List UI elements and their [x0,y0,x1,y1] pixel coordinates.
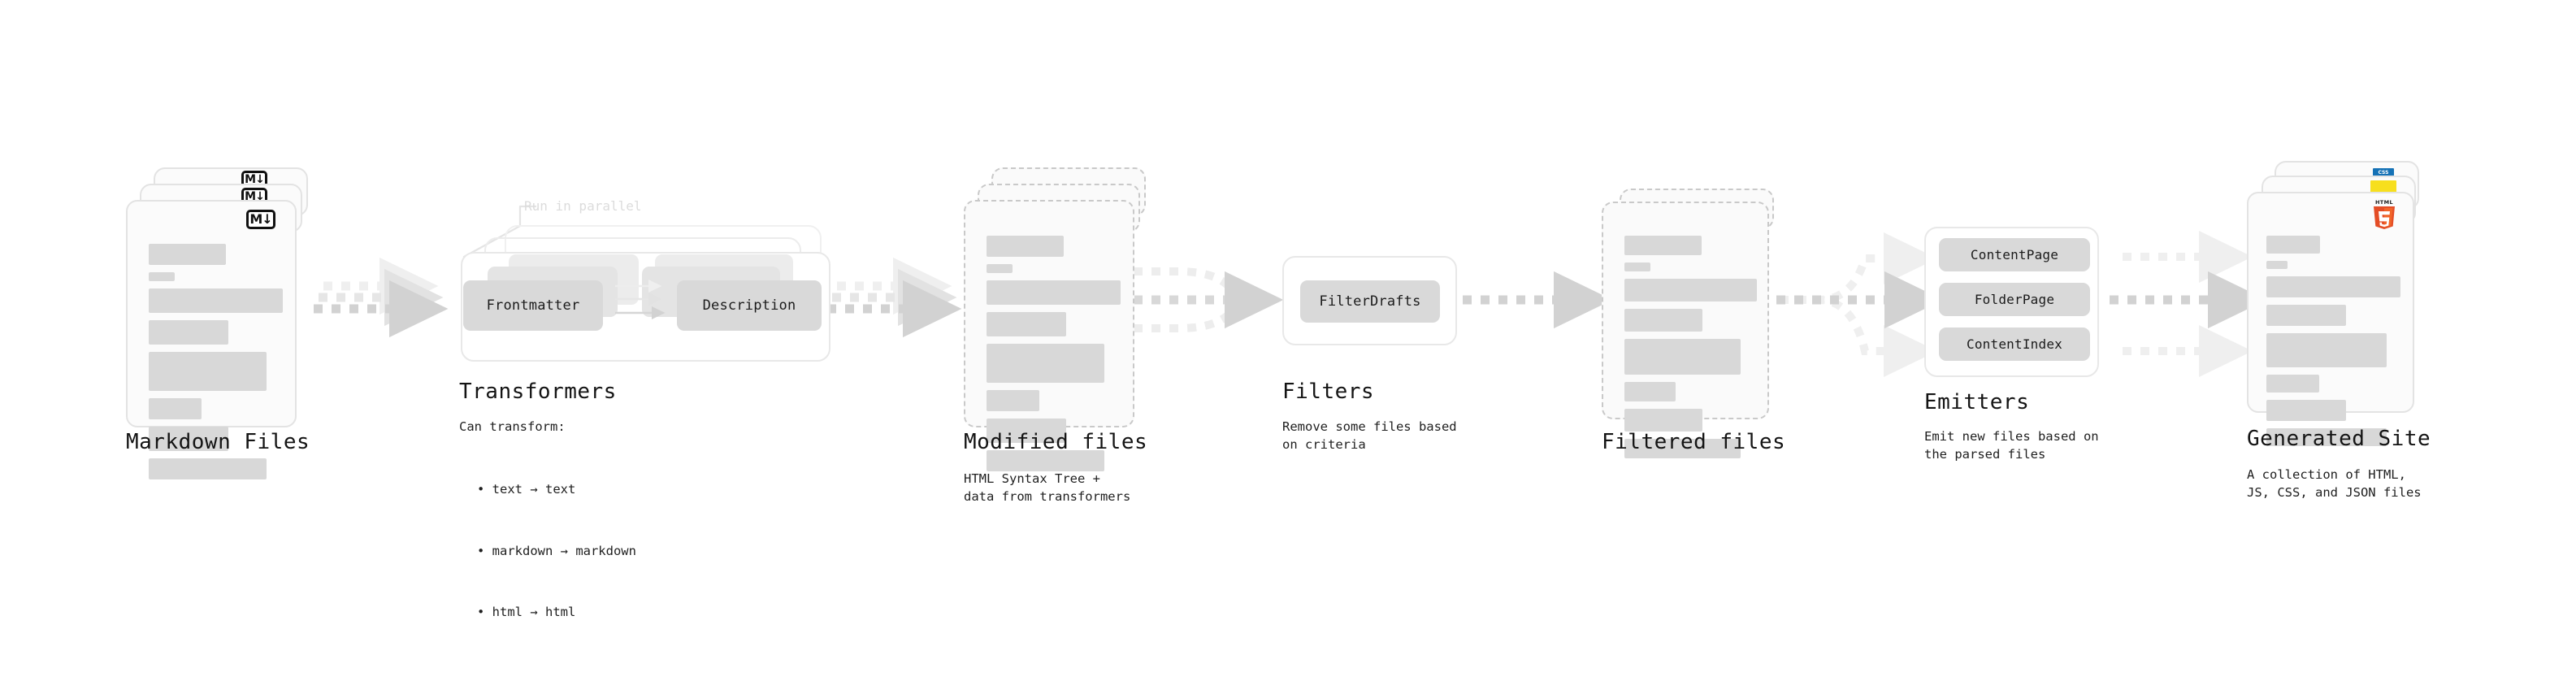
generated-file-content [2266,236,2400,453]
css-badge: CSS [2373,168,2394,177]
arrow-markdown-to-transformers [314,257,449,338]
generated-site-title: Generated Site [2247,427,2431,451]
doc-bar [987,344,1104,383]
doc-bar [987,450,1104,471]
filtered-files-stack [1602,189,1813,458]
doc-bar [2266,276,2400,297]
doc-bar [2266,261,2288,269]
doc-bar [2266,305,2346,326]
doc-bar [1624,439,1741,458]
doc-bar [1624,309,1702,332]
doc-bar [149,427,228,451]
doc-bar [149,398,202,419]
markdown-file-card-front [126,200,297,479]
doc-bar [987,280,1121,305]
doc-bar [987,236,1064,257]
doc-bar [987,390,1039,411]
filters-subtitle: Remove some files based on criteria [1282,419,1457,453]
emitters-subtitle: Emit new files based on the parsed files [1924,429,2099,462]
modified-files-title: Modified files [964,430,1148,454]
transformer-inner-arrows [615,279,666,319]
transformers-caption: Can transform: [459,419,566,434]
doc-bar [1624,279,1757,301]
markdown-badge: M↓ [246,210,275,229]
emitter-chip-contentindex[interactable]: ContentIndex [1939,327,2090,361]
markdown-file-content [149,244,283,487]
svg-text:HTML: HTML [2375,199,2393,206]
doc-bar [987,419,1066,443]
filtered-file-card-front [1602,202,1769,458]
doc-bar [149,288,283,313]
doc-bar [2266,400,2346,421]
emitters-title: Emitters [1924,390,2030,414]
run-in-parallel-label: Run in parallel [524,198,642,214]
transformer-chip-frontmatter[interactable]: Frontmatter [463,280,603,331]
transformers-title: Transformers [459,380,617,404]
filtered-file-content [1624,236,1757,466]
doc-bar [987,312,1066,336]
markdown-files-stack: M↓ M↓ M↓ [126,167,337,479]
doc-bar [2266,428,2387,446]
generated-site-stack: CSS HTML [2247,161,2458,446]
modified-files-subtitle: HTML Syntax Tree + data from transformer… [964,471,1131,505]
transformers-bullet: • text → text [477,482,576,497]
emitter-chip-contentpage[interactable]: ContentPage [1939,238,2090,271]
arrow-transformers-to-modified [827,257,962,338]
js-badge [2370,180,2396,193]
transformers-bullets: • text → text • markdown → markdown • ht… [466,439,636,663]
doc-bar [987,264,1013,273]
doc-bar [1624,262,1650,271]
markdown-files-title: Markdown Files [126,430,310,454]
arrow-filtered-to-emitters [1776,232,1944,377]
modified-file-card-front [964,200,1134,471]
doc-bar [1624,382,1676,401]
emitter-chip-folderpage[interactable]: FolderPage [1939,283,2090,316]
doc-bar [2266,333,2387,367]
doc-bar [149,272,175,281]
filtered-files-title: Filtered files [1602,430,1786,454]
doc-bar [2266,375,2319,393]
doc-bar [1624,409,1702,432]
doc-bar [1624,339,1741,375]
generated-site-subtitle: A collection of HTML, JS, CSS, and JSON … [2247,467,2422,501]
filter-chip-filterdrafts[interactable]: FilterDrafts [1300,280,1440,323]
modified-files-stack [964,167,1175,471]
generated-file-card-front [2247,192,2414,446]
transformers-bullet: • html → html [477,604,576,619]
doc-bar [1624,236,1702,255]
doc-bar [149,244,226,265]
transformer-chip-description[interactable]: Description [677,280,822,331]
doc-bar [149,458,267,479]
filters-title: Filters [1282,380,1375,404]
doc-bar [149,352,267,391]
modified-file-content [987,236,1121,479]
arrow-emitters-to-site [2110,230,2267,377]
transformers-bullet: • markdown → markdown [477,543,636,558]
html5-icon: HTML [2374,199,2395,229]
doc-bar [149,320,228,345]
doc-bar [2266,236,2320,254]
